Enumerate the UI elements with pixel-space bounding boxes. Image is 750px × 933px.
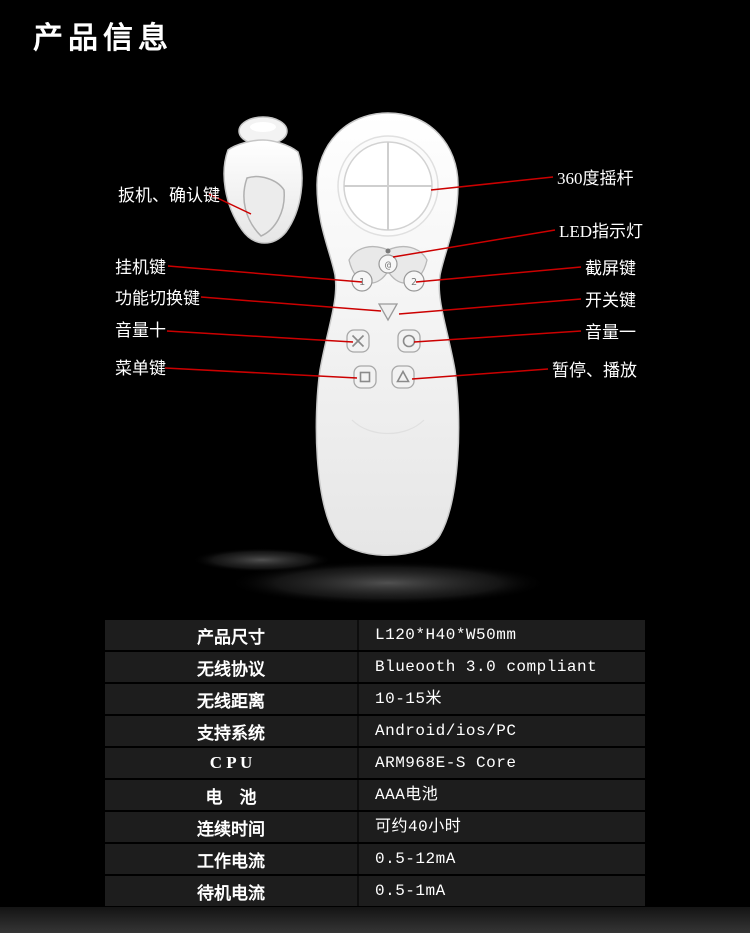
controller-body bbox=[315, 112, 460, 556]
floor-shadow-small bbox=[192, 548, 332, 572]
spec-value: 0.5-12mA bbox=[357, 844, 645, 874]
callout-line-power bbox=[398, 298, 582, 315]
trigger-accessory bbox=[223, 116, 303, 244]
spec-label: 产品尺寸 bbox=[197, 627, 265, 647]
power-button bbox=[377, 303, 399, 322]
label-trigger-confirm: 扳机、确认键 bbox=[118, 186, 220, 205]
label-360-joystick: 360度摇杆 bbox=[557, 169, 634, 188]
callout-line-function-switch bbox=[200, 296, 382, 312]
x-button-glyph2 bbox=[351, 334, 365, 348]
label-pause-play: 暂停、播放 bbox=[552, 361, 637, 380]
callout-line-volume-down bbox=[413, 330, 582, 343]
at-button bbox=[378, 254, 398, 274]
controller: @ 1 2 bbox=[315, 112, 460, 556]
label-volume-down: 音量一 bbox=[585, 323, 636, 342]
callout-line-hangup bbox=[167, 265, 363, 283]
spec-label: 支持系统 bbox=[197, 723, 265, 743]
spec-value: ARM968E-S Core bbox=[357, 748, 645, 778]
table-row: 无线距离 10-15米 bbox=[105, 684, 645, 714]
table-row: 无线协议 Blueooth 3.0 compliant bbox=[105, 652, 645, 682]
callout-line-volume-up bbox=[166, 330, 354, 343]
table-row: 电 池 AAA电池 bbox=[105, 780, 645, 810]
spec-table: 产品尺寸 L120*H40*W50mm 无线协议 Blueooth 3.0 co… bbox=[105, 620, 645, 908]
spec-label: 工作电流 bbox=[197, 851, 265, 871]
spec-value: Android/ios/PC bbox=[357, 716, 645, 746]
spec-label: 连续时间 bbox=[197, 819, 265, 839]
callout-line-led bbox=[392, 229, 556, 258]
square-button-glyph bbox=[359, 371, 371, 383]
trigger-stick-highlight bbox=[250, 122, 276, 132]
label-screenshot-key: 截屏键 bbox=[585, 259, 636, 278]
label-led-indicator: LED指示灯 bbox=[559, 222, 644, 241]
floor-shadow bbox=[228, 561, 548, 605]
button-1-label: 1 bbox=[359, 277, 365, 288]
triangle-button-glyph bbox=[396, 369, 410, 383]
spec-value: AAA电池 bbox=[357, 780, 645, 810]
spec-value: 0.5-1mA bbox=[357, 876, 645, 906]
callout-lines bbox=[164, 176, 582, 380]
callout-line-screenshot bbox=[415, 266, 582, 283]
spec-label: 无线协议 bbox=[197, 659, 265, 679]
label-volume-up: 音量十 bbox=[115, 321, 166, 340]
table-row: 支持系统 Android/ios/PC bbox=[105, 716, 645, 746]
callout-line-trigger bbox=[208, 193, 252, 215]
callout-line-pause-play bbox=[411, 368, 549, 380]
callout-line-menu bbox=[164, 367, 358, 379]
footer-strip bbox=[0, 907, 750, 933]
body-seam bbox=[351, 419, 425, 435]
label-power-key: 开关键 bbox=[585, 291, 636, 310]
label-function-switch-key: 功能切换键 bbox=[115, 289, 200, 308]
table-row: 待机电流 0.5-1mA bbox=[105, 876, 645, 906]
led-indicator bbox=[385, 248, 391, 254]
at-button-label: @ bbox=[385, 260, 391, 271]
spec-label: 无线距离 bbox=[197, 691, 265, 711]
label-menu-key: 菜单键 bbox=[115, 359, 166, 378]
spec-label: 电 池 bbox=[205, 787, 257, 807]
table-row: C P U ARM968E-S Core bbox=[105, 748, 645, 778]
spec-value: 10-15米 bbox=[357, 684, 645, 714]
spec-label: 待机电流 bbox=[197, 883, 265, 903]
table-row: 连续时间 可约40小时 bbox=[105, 812, 645, 842]
callout-line-joystick bbox=[430, 176, 554, 191]
square-button bbox=[353, 365, 377, 389]
table-row: 工作电流 0.5-12mA bbox=[105, 844, 645, 874]
page-title: 产品信息 bbox=[33, 22, 173, 55]
product-illustration: @ 1 2 bbox=[164, 112, 582, 605]
circle-button bbox=[397, 329, 421, 353]
table-row: 产品尺寸 L120*H40*W50mm bbox=[105, 620, 645, 650]
circle-button-glyph bbox=[402, 334, 416, 348]
button-2-label: 2 bbox=[411, 277, 417, 288]
triangle-button bbox=[391, 365, 415, 389]
spec-label: C P U bbox=[209, 753, 253, 772]
spec-value: L120*H40*W50mm bbox=[357, 620, 645, 650]
label-hangup-key: 挂机键 bbox=[115, 258, 166, 277]
trigger-button bbox=[243, 175, 285, 237]
spec-value: Blueooth 3.0 compliant bbox=[357, 652, 645, 682]
spec-value: 可约40小时 bbox=[357, 812, 645, 842]
